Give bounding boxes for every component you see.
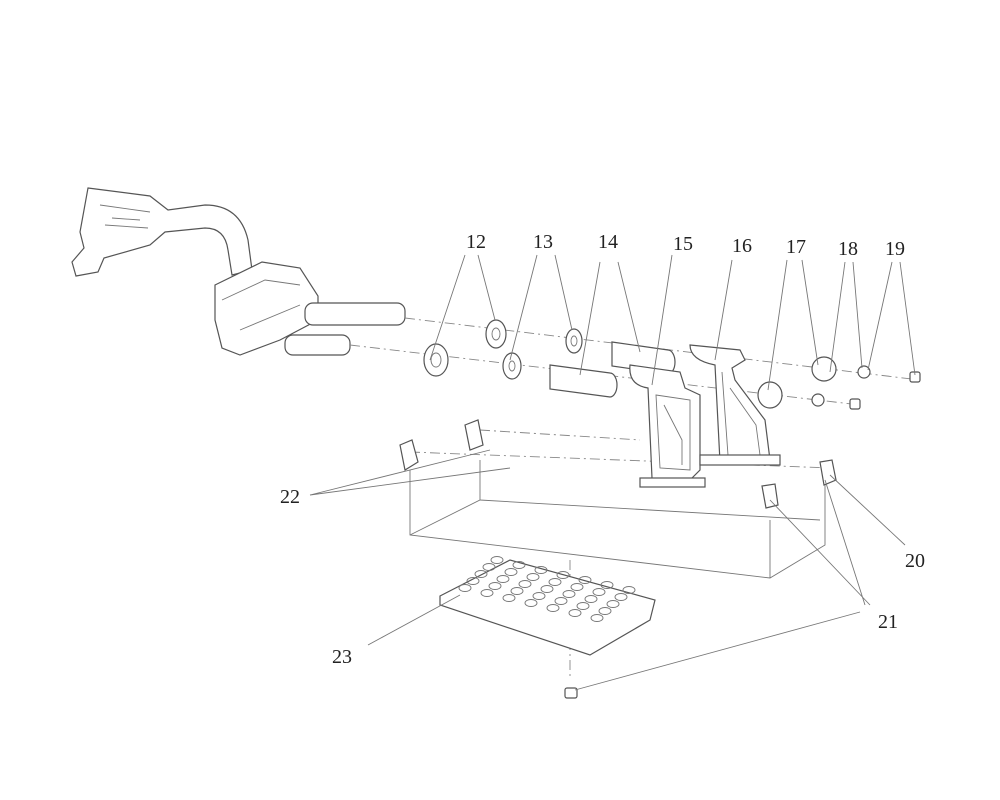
callout-19: 19 (885, 238, 905, 260)
plate-hole (590, 614, 604, 622)
callout-17: 17 (786, 236, 806, 258)
plate-hole (554, 597, 568, 605)
plate-hole (524, 599, 538, 607)
guard-box (409, 460, 826, 579)
plate-hole (556, 571, 570, 579)
plate-hole (578, 576, 592, 584)
plate-hole (482, 563, 496, 571)
callout-23: 23 (332, 646, 352, 668)
plate-hole (546, 604, 560, 612)
foot-plate (439, 556, 656, 656)
plate-hole (488, 582, 502, 590)
pins (549, 341, 676, 398)
plate-hole (480, 589, 494, 597)
callout-12: 12 (466, 231, 486, 253)
plate-hole (622, 586, 636, 594)
plate-hole (458, 584, 472, 592)
callout-labels: 12 13 14 15 16 17 18 19 20 21 22 23 (280, 231, 925, 668)
plate-hole (490, 556, 504, 564)
callout-22: 22 (280, 486, 300, 508)
plate-hole (598, 607, 612, 615)
plate-hole (614, 593, 628, 601)
plate-hole (496, 575, 510, 583)
plate-hole (584, 595, 598, 603)
callout-21: 21 (878, 611, 898, 633)
plate-hole (606, 600, 620, 608)
bottom-screw (564, 687, 578, 699)
plate-hole (518, 580, 532, 588)
plate-hole (576, 602, 590, 610)
plate-hole (568, 609, 582, 617)
plate-hole (466, 577, 480, 585)
callout-16: 16 (732, 235, 752, 257)
pedal-arm-15 (629, 364, 701, 481)
plate-hole (600, 581, 614, 589)
callout-14: 14 (598, 231, 618, 253)
bushings (423, 319, 583, 380)
plate-hole (474, 570, 488, 578)
callout-20: 20 (905, 550, 925, 572)
plate-hole (502, 594, 516, 602)
plate-hole (510, 587, 524, 595)
plate-hole (532, 592, 546, 600)
plate-hole (534, 566, 548, 574)
callout-18: 18 (838, 238, 858, 260)
plate-hole (548, 578, 562, 586)
rods-and-connectors (399, 419, 837, 509)
plate-hole (512, 561, 526, 569)
callout-15: 15 (673, 233, 693, 255)
pedal-arm-16 (689, 344, 771, 463)
plate-hole (562, 590, 576, 598)
hardware-17-19 (757, 356, 921, 410)
plate-hole (570, 583, 584, 591)
callout-13: 13 (533, 231, 553, 253)
plate-hole (592, 588, 606, 596)
plate-hole (540, 585, 554, 593)
leader-lines (309, 254, 916, 691)
arm-frame (71, 187, 406, 356)
plate-hole (504, 568, 518, 576)
plate-hole (526, 573, 540, 581)
